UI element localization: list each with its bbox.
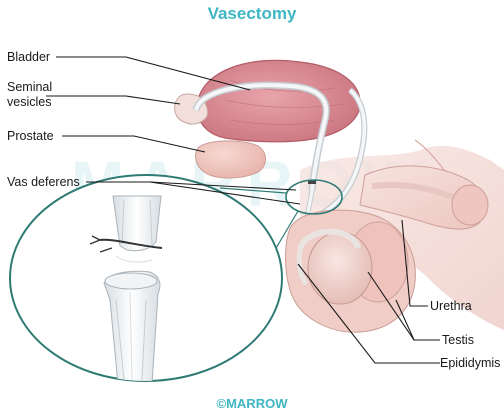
label-seminal-vesicles-line1: Seminal (7, 80, 52, 94)
magnified-view (9, 174, 283, 382)
right-leader-lines (297, 219, 440, 364)
label-vas-deferens: Vas deferens (7, 175, 80, 189)
label-urethra: Urethra (430, 299, 472, 313)
zoom-source-circle (285, 179, 343, 215)
zoom-connector-top (219, 187, 287, 194)
credit-text: ©MARROW (217, 396, 289, 411)
ligature-mark (308, 180, 316, 184)
vas-deferens-illustration (192, 81, 368, 241)
label-seminal-vesicles-line2: vesicles (7, 95, 51, 109)
label-bladder: Bladder (7, 50, 50, 64)
label-prostate: Prostate (7, 129, 54, 143)
diagram-title: Vasectomy (208, 4, 297, 23)
testis-illustration (307, 231, 373, 305)
epididymis-illustration (296, 228, 361, 286)
bladder-illustration (196, 59, 361, 143)
prostate-illustration (195, 140, 266, 179)
left-leader-lines (46, 56, 301, 205)
penis-illustration (359, 165, 489, 230)
label-epididymis: Epididymis (440, 356, 500, 370)
label-testis: Testis (442, 333, 474, 347)
